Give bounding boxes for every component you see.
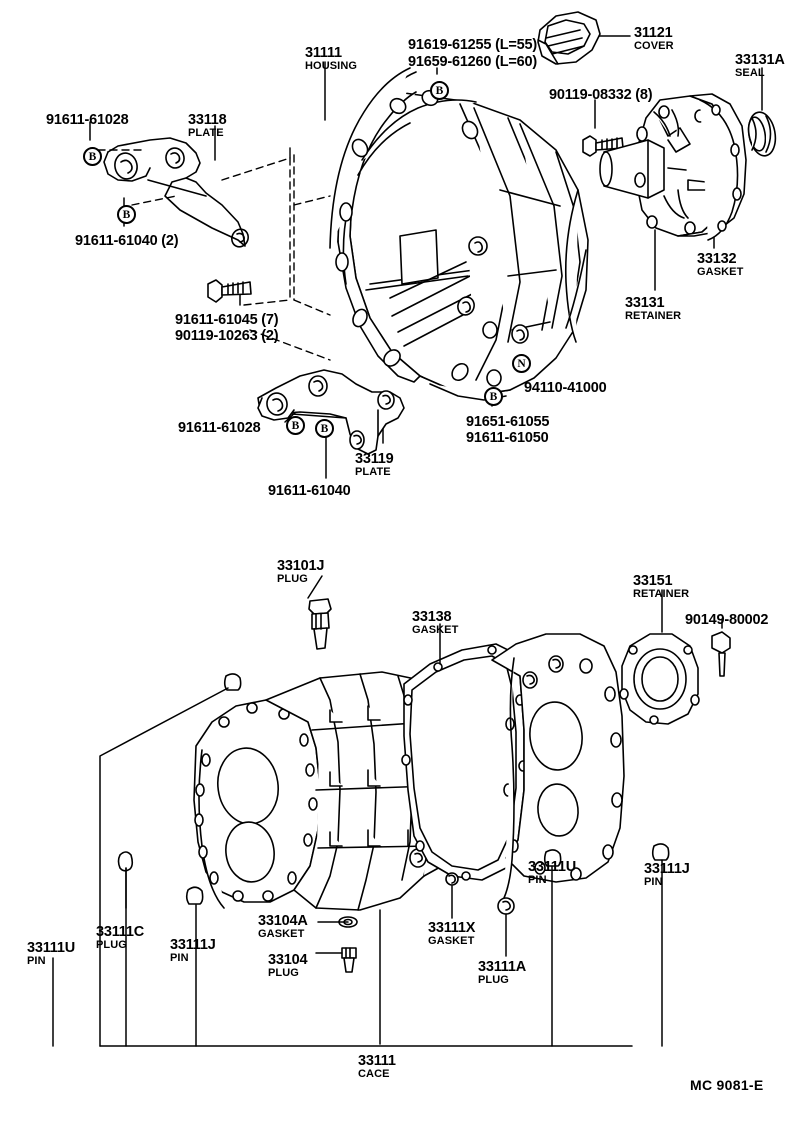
callout-badge-b-1: B: [83, 147, 102, 166]
label-33151-retainer: 33151 RETAINER: [633, 573, 690, 600]
label-31111-housing: 31111 HOUSING: [305, 45, 358, 72]
footer-code: MC 9081-E: [690, 1077, 764, 1093]
part-extension-housing: [491, 633, 625, 899]
label-33104-plug: 33104 PLUG: [268, 952, 308, 979]
part-33119-plate: [257, 369, 405, 455]
label-33111j-pin-left: 33111J PIN: [170, 937, 216, 964]
label-33101j-plug: 33101J PLUG: [277, 558, 325, 585]
label-33138-gasket: 33138 GASKET: [412, 609, 459, 636]
part-33132-gasket: [677, 93, 747, 241]
label-91659-61260: 91659-61260 (L=60): [408, 54, 538, 70]
part-91611-61045-bolt: [207, 279, 252, 303]
label-33111u-pin-left: 33111U PIN: [27, 940, 75, 967]
label-91611-61040: 91611-61040: [268, 483, 351, 499]
callout-badge-b-4: B: [484, 387, 503, 406]
label-91651-61055: 91651-61055: [466, 414, 550, 430]
callout-badge-n-1: N: [512, 354, 531, 373]
label-33111x-gasket: 33111X GASKET: [428, 920, 476, 947]
label-33118-plate: 33118 PLATE: [188, 112, 227, 139]
label-90149-80002: 90149-80002: [685, 612, 769, 628]
label-31121-cover: 31121 COVER: [634, 25, 674, 52]
part-33131a-seal: [747, 111, 777, 157]
label-33111-cace: 33111 CACE: [358, 1053, 396, 1080]
callout-badge-b-5: B: [286, 416, 305, 435]
label-90119-08332: 90119-08332 (8): [549, 87, 653, 103]
label-90119-10263-2: 90119-10263 (2): [175, 328, 279, 344]
part-31111-housing: [329, 67, 589, 401]
label-33131a-seal: 33131A SEAL: [735, 52, 785, 79]
callout-badge-b-2: B: [117, 205, 136, 224]
label-33104a-gasket: 33104A GASKET: [258, 913, 308, 940]
label-91611-61045-7: 91611-61045 (7): [175, 312, 279, 328]
label-94110-41000: 94110-41000: [524, 380, 607, 396]
label-91611-61040-2: 91611-61040 (2): [75, 233, 179, 249]
label-33111j-pin-right: 33111J PIN: [644, 861, 690, 888]
label-91611-61028-lower: 91611-61028: [178, 420, 261, 436]
part-33151-retainer: [619, 633, 700, 725]
label-33131-retainer: 33131 RETAINER: [625, 295, 682, 322]
part-90119-08332-bolt: [582, 135, 624, 157]
label-33111a-plug: 33111A PLUG: [478, 959, 526, 986]
label-33111u-pin-mid: 33111U PIN: [528, 859, 576, 886]
part-33138-gasket: [401, 643, 528, 881]
part-90149-80002-screw: [711, 631, 731, 677]
label-91619-61255: 91619-61255 (L=55): [408, 37, 538, 53]
label-33119-plate: 33119 PLATE: [355, 451, 394, 478]
label-91611-61028-upper: 91611-61028: [46, 112, 129, 128]
callout-badge-b-6: B: [315, 419, 334, 438]
label-33132-gasket: 33132 GASKET: [697, 251, 744, 278]
label-33111c-plug: 33111C PLUG: [96, 924, 144, 951]
part-33101j-plug: [308, 598, 332, 650]
label-91611-61050: 91611-61050: [466, 430, 549, 446]
part-31121-cover: [537, 11, 601, 65]
callout-badge-b-3: B: [430, 81, 449, 100]
part-33118-plate: [103, 137, 249, 248]
